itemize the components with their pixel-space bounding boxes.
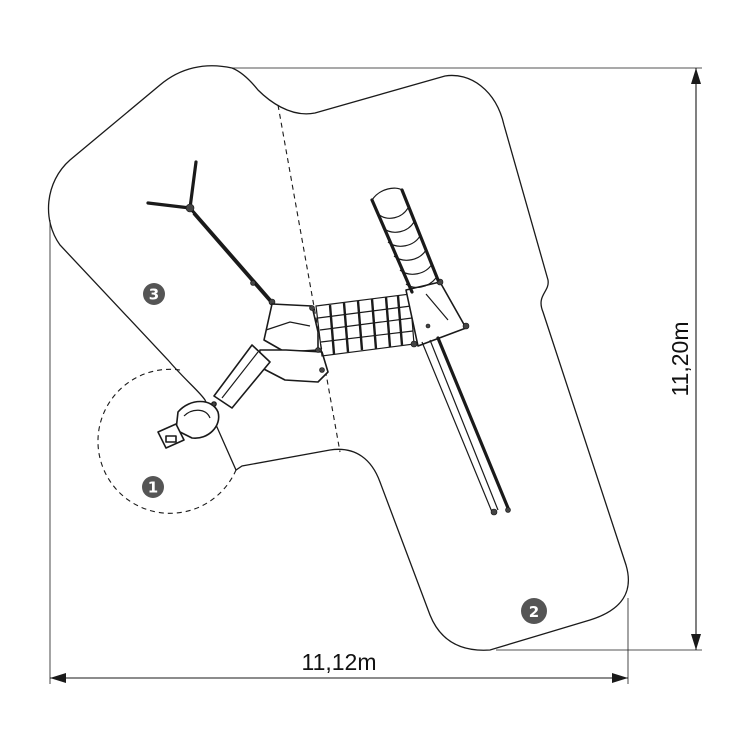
width-dimension bbox=[49, 220, 629, 684]
zone-badge-1-label: 1 bbox=[148, 479, 158, 497]
access-ramp bbox=[211, 344, 271, 409]
play-equipment bbox=[146, 160, 511, 516]
net-bridge bbox=[315, 290, 418, 357]
rope-climber bbox=[146, 160, 276, 309]
zone-badge-3-label: 3 bbox=[149, 286, 159, 304]
zone-divider-line bbox=[277, 104, 341, 453]
zone-badge-2: 2 bbox=[521, 598, 547, 624]
wave-slide bbox=[370, 187, 440, 294]
tower-platform bbox=[257, 303, 329, 383]
zone-1-boundary bbox=[97, 368, 237, 514]
zone-badge-1: 1 bbox=[142, 476, 164, 498]
width-dimension-label: 11,12m bbox=[301, 649, 376, 675]
height-dimension bbox=[232, 67, 702, 651]
entry-unit bbox=[157, 400, 220, 449]
safety-zone-outline bbox=[47, 65, 630, 651]
height-dimension-label: 11,20m bbox=[667, 321, 693, 396]
zone-badge-3: 3 bbox=[143, 283, 165, 305]
zone-badge-2-label: 2 bbox=[529, 603, 539, 621]
long-pole-slide bbox=[421, 336, 511, 516]
slide-platform bbox=[405, 278, 470, 347]
